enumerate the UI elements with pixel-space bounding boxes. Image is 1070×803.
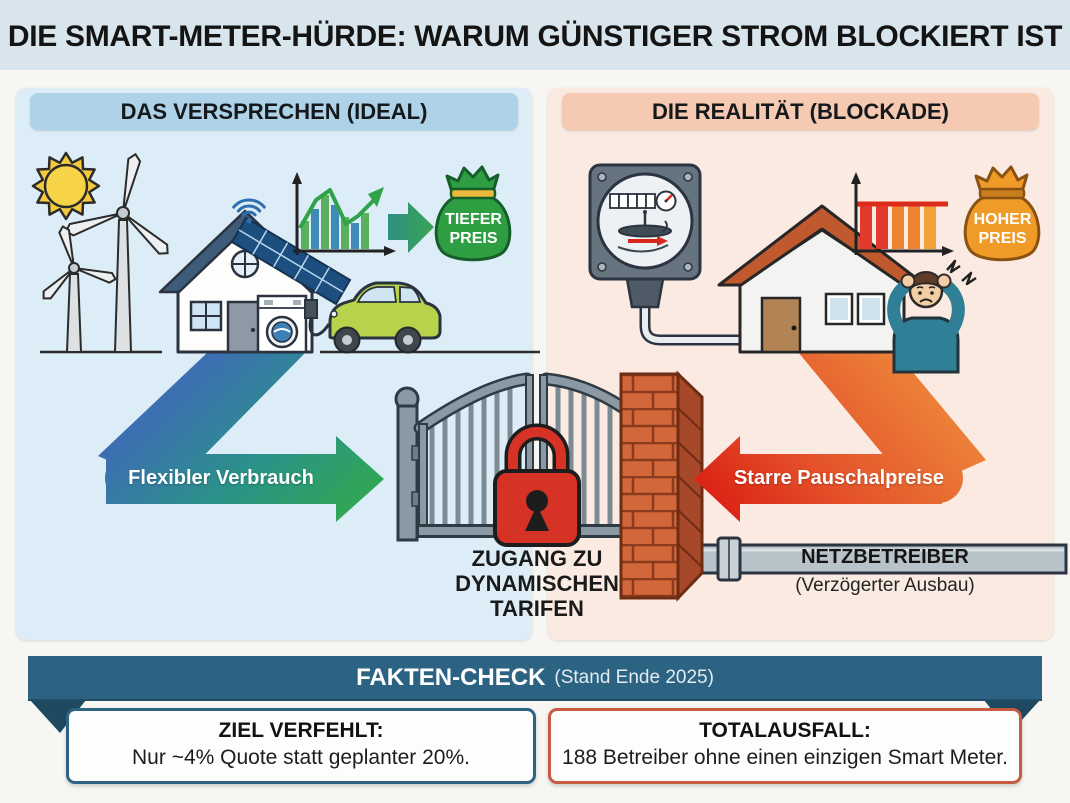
fact-check-title: FAKTEN-CHECK (356, 663, 546, 691)
fact-box-text: Nur ~4% Quote statt geplanter 20%. (132, 746, 470, 769)
page-title: DIE SMART-METER-HÜRDE: WARUM GÜNSTIGER S… (7, 20, 1063, 53)
netzbetreiber-label: NETZBETREIBER (801, 546, 969, 568)
fact-check-subtitle: (Stand Ende 2025) (554, 666, 714, 688)
fact-check-ribbon: FAKTEN-CHECK (Stand Ende 2025) (28, 656, 1042, 701)
price-bag-label-high: HOHER PREIS (973, 211, 1032, 247)
title-band (0, 0, 1070, 70)
gate-label: ZUGANG ZU DYNAMISCHEN TARIFEN (455, 546, 619, 621)
promise-panel-header: DAS VERSPRECHEN (IDEAL) (30, 93, 518, 130)
price-bag-label-low: TIEFER PREIS (445, 211, 502, 247)
fact-box-total-failure: TOTALAUSFALL: 188 Betreiber ohne einen e… (548, 708, 1022, 784)
flexible-consumption-label: Flexibler Verbrauch (128, 467, 314, 489)
fact-box-title: TOTALAUSFALL: (699, 719, 871, 742)
netzbetreiber-sublabel: (Verzögerter Ausbau) (795, 575, 975, 596)
fact-box-text: 188 Betreiber ohne einen einzigen Smart … (562, 746, 1008, 769)
fact-box-target-missed: ZIEL VERFEHLT: Nur ~4% Quote statt gepla… (66, 708, 536, 784)
fact-box-title: ZIEL VERFEHLT: (218, 719, 384, 742)
fixed-price-label: Starre Pauschalpreise (733, 467, 945, 489)
reality-panel-header: DIE REALITÄT (BLOCKADE) (562, 93, 1039, 130)
